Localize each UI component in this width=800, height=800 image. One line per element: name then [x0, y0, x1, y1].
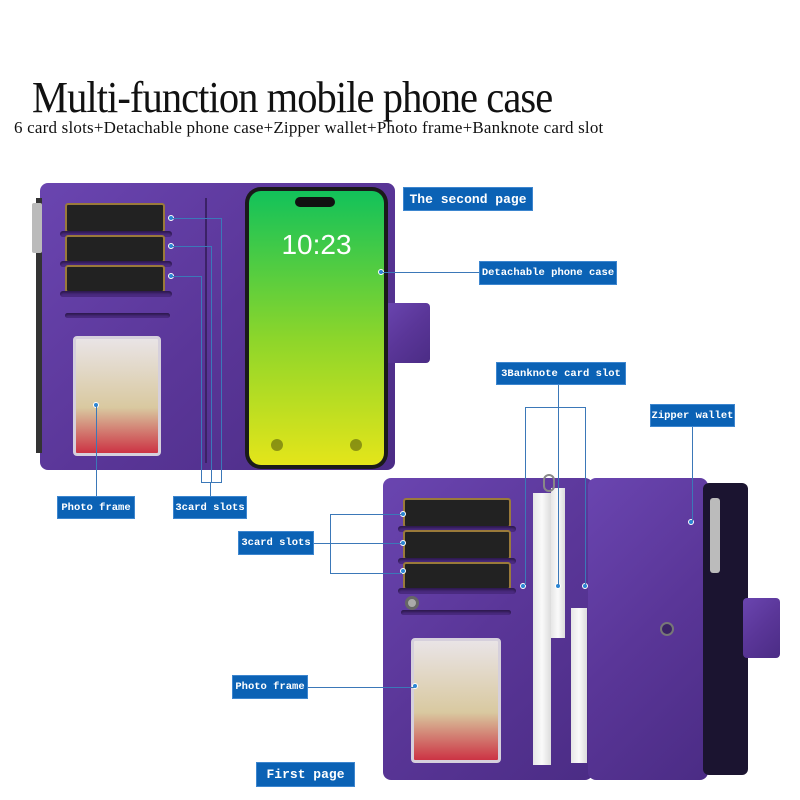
- wallet-first-page: [383, 474, 780, 780]
- photo-frame-bottom: [411, 638, 501, 763]
- page-title: Multi-function mobile phone case: [32, 73, 553, 122]
- phone: 10:23: [245, 187, 388, 469]
- label-photo-frame-bottom: Photo frame: [232, 675, 308, 699]
- label-card-slots-top: 3card slots: [173, 496, 247, 519]
- snap-button-icon: [405, 596, 419, 610]
- label-second-page: The second page: [403, 187, 533, 211]
- zipper-icon: [710, 498, 720, 573]
- label-zipper-wallet: Zipper wallet: [650, 404, 735, 427]
- photo-frame-top: [73, 336, 161, 456]
- label-banknote-card-slot: 3Banknote card slot: [496, 362, 626, 385]
- label-photo-frame-top: Photo frame: [57, 496, 135, 519]
- label-detachable-phone-case: Detachable phone case: [479, 261, 617, 285]
- phone-clock: 10:23: [281, 229, 352, 260]
- wallet-second-page: 10:23: [32, 183, 430, 470]
- zipper-icon: [36, 198, 42, 453]
- camera-icon: [350, 439, 362, 451]
- label-card-slots-bottom: 3card slots: [238, 531, 314, 555]
- subtitle: 6 card slots+Detachable phone case+Zippe…: [14, 118, 604, 137]
- label-first-page: First page: [256, 762, 355, 787]
- flashlight-icon: [271, 439, 283, 451]
